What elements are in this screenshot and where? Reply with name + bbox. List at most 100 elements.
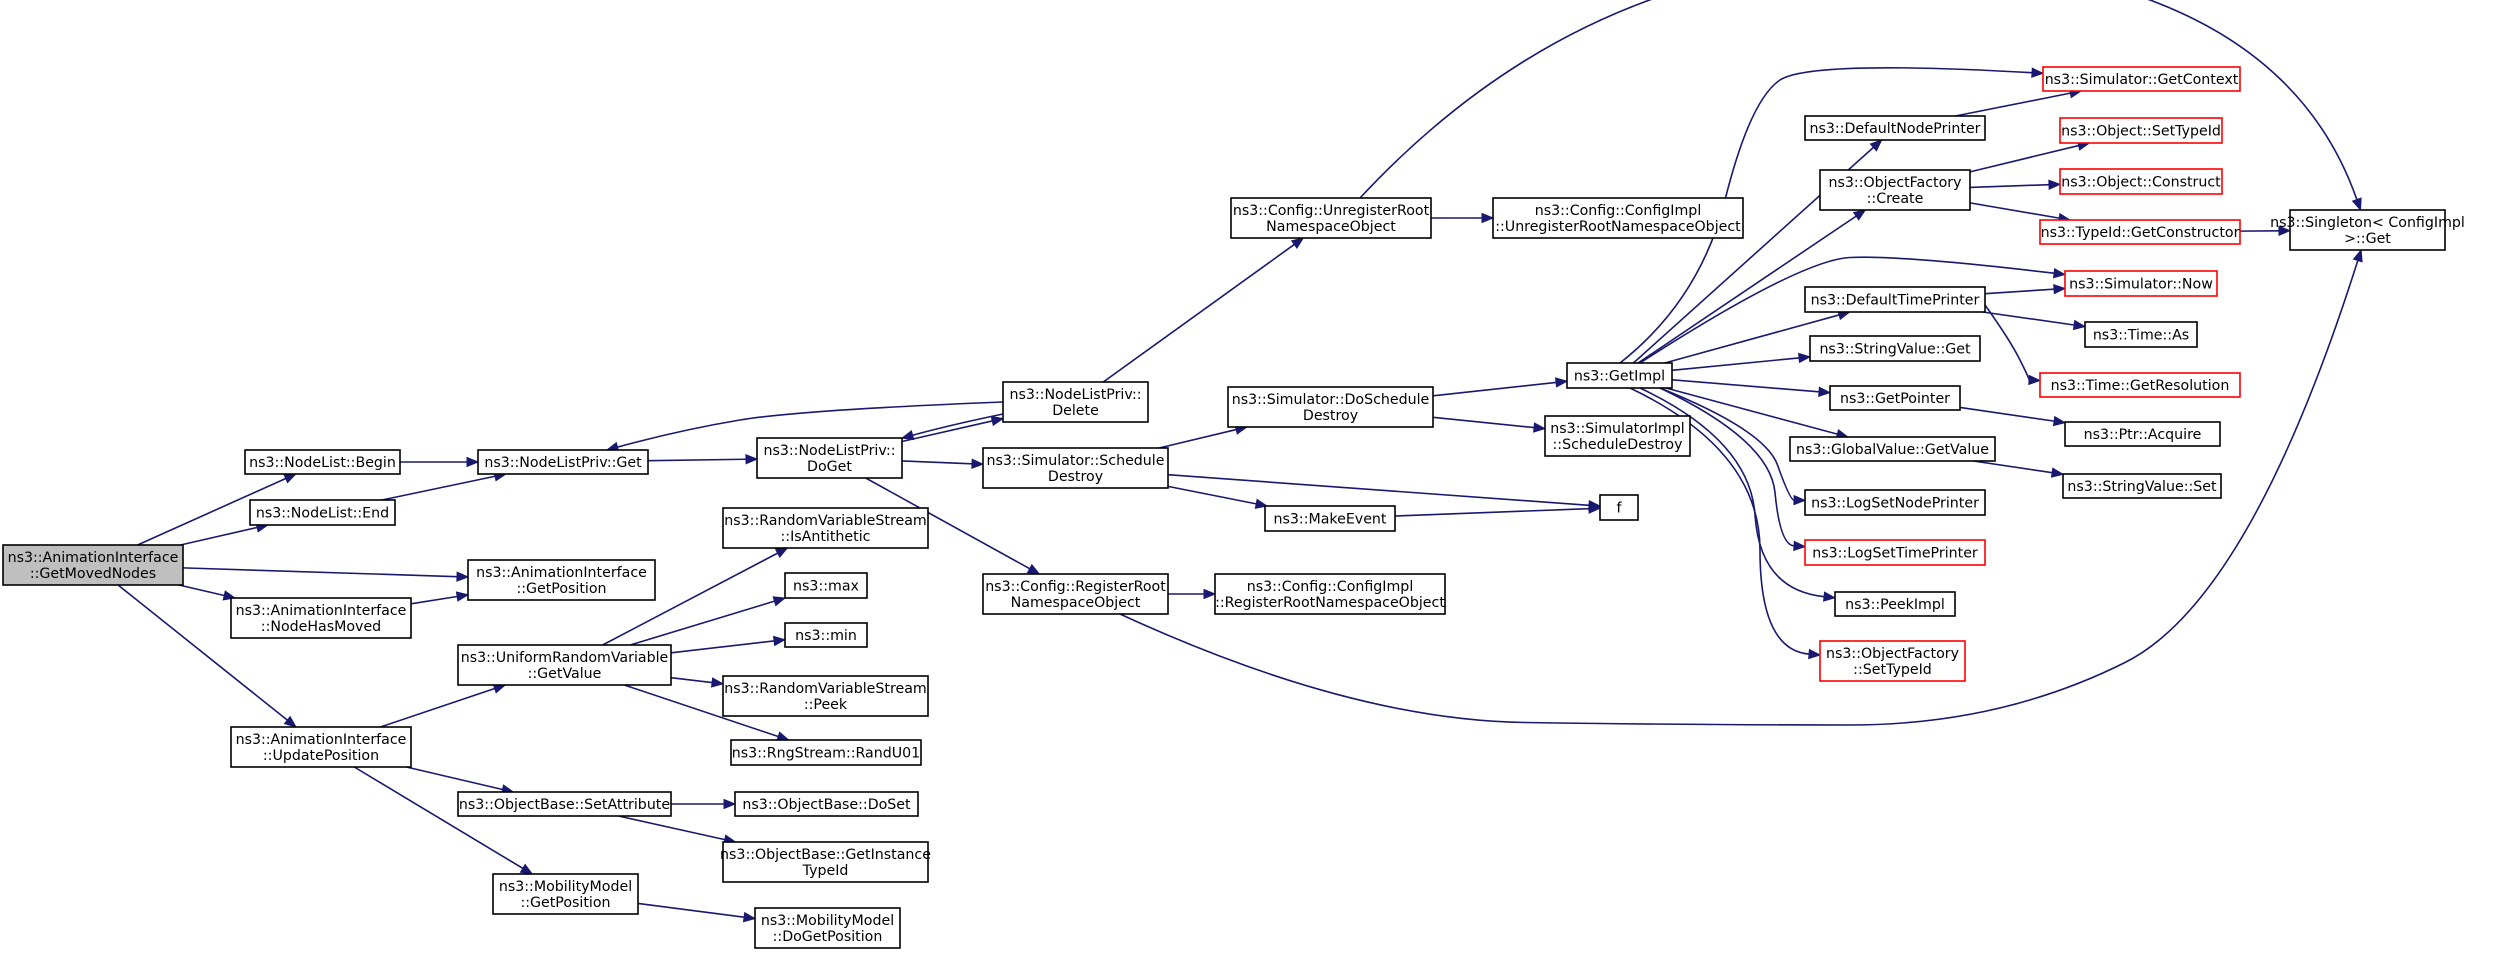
node-nlp-get[interactable]: ns3::NodeListPriv::Get bbox=[477, 449, 649, 475]
edge-nlp-delete-to-cfg-unreg bbox=[1102, 243, 1295, 383]
node-root[interactable]: ns3::AnimationInterface::GetMovedNodes bbox=[2, 544, 184, 586]
node-sim-sched[interactable]: ns3::Simulator::ScheduleDestroy bbox=[982, 447, 1169, 489]
node-box bbox=[2289, 209, 2446, 251]
node-label: ns3::Config::RegisterRoot bbox=[985, 579, 1166, 595]
arrowhead bbox=[772, 635, 787, 647]
edge-root-to-ai-getpos bbox=[182, 567, 458, 578]
arrowhead bbox=[283, 473, 297, 484]
node-box bbox=[722, 675, 929, 717]
node-box bbox=[492, 873, 639, 915]
node-label: ::IsAntithetic bbox=[781, 529, 871, 545]
arrowhead bbox=[1554, 377, 1569, 388]
node-objfactory-settypeid[interactable]: ns3::ObjectFactory::SetTypeId bbox=[1819, 640, 1966, 682]
node-box bbox=[1264, 505, 1396, 532]
node-ob-doset[interactable]: ns3::ObjectBase::DoSet bbox=[734, 791, 919, 817]
node-label: ns3::NodeListPriv:: bbox=[1009, 387, 1141, 403]
edge-def-timeprinter-to-time-getres bbox=[1984, 304, 2030, 381]
node-label: ns3::Time::As bbox=[2093, 328, 2189, 344]
edge-urv-getvalue-to-max bbox=[630, 600, 775, 646]
arrowhead bbox=[774, 547, 789, 558]
node-cfg-unreg[interactable]: ns3::Config::UnregisterRootNamespaceObje… bbox=[1230, 197, 1432, 239]
node-nl-end[interactable]: ns3::NodeList::End bbox=[249, 499, 396, 526]
node-urv-getvalue[interactable]: ns3::UniformRandomVariable::GetValue bbox=[457, 644, 672, 686]
nodes-layer: ns3::AnimationInterface::GetMovedNodesns… bbox=[2, 66, 2465, 949]
node-label: ns3::GlobalValue::GetValue bbox=[1796, 442, 1989, 458]
node-globalvalue-getvalue[interactable]: ns3::GlobalValue::GetValue bbox=[1789, 436, 1996, 462]
node-def-nodeprinter[interactable]: ns3::DefaultNodePrinter bbox=[1804, 115, 1986, 141]
arrowhead bbox=[2278, 225, 2292, 237]
node-ai-nodehasmoved[interactable]: ns3::AnimationInterface::NodeHasMoved bbox=[230, 597, 412, 639]
node-nl-begin[interactable]: ns3::NodeList::Begin bbox=[244, 449, 401, 475]
node-box bbox=[1214, 573, 1446, 615]
node-object-settypeid[interactable]: ns3::Object::SetTypeId bbox=[2059, 117, 2223, 144]
node-rvs-peek[interactable]: ns3::RandomVariableStream::Peek bbox=[722, 675, 929, 717]
edge-nlp-delete-to-nlp-get bbox=[617, 401, 1004, 448]
node-rvs-isanti[interactable]: ns3::RandomVariableStream::IsAntithetic bbox=[722, 507, 929, 549]
node-def-timeprinter[interactable]: ns3::DefaultTimePrinter bbox=[1804, 286, 1986, 313]
arrowhead bbox=[971, 458, 985, 470]
node-f[interactable]: f bbox=[1599, 494, 1639, 521]
node-logsetnodeprinter[interactable]: ns3::LogSetNodePrinter bbox=[1804, 489, 1986, 516]
node-time-as[interactable]: ns3::Time::As bbox=[2084, 321, 2198, 348]
node-box bbox=[249, 499, 396, 526]
node-mm-dogetpos[interactable]: ns3::MobilityModel::DoGetPosition bbox=[754, 907, 901, 949]
arrowhead bbox=[990, 415, 1005, 427]
node-label: ns3::ObjectBase::GetInstance bbox=[720, 847, 931, 863]
node-nlp-doget[interactable]: ns3::NodeListPriv::DoGet bbox=[756, 437, 903, 479]
node-typeid-getconstructor[interactable]: ns3::TypeId::GetConstructor bbox=[2039, 219, 2241, 245]
node-box bbox=[722, 841, 929, 883]
arrowhead bbox=[519, 863, 534, 875]
edge-urv-getvalue-to-min bbox=[670, 640, 775, 654]
edge-objfactory-create-to-object-settypeid bbox=[1969, 144, 2079, 173]
node-label: ns3::Object::Construct bbox=[2061, 175, 2221, 191]
node-label: ::GetMovedNodes bbox=[30, 566, 156, 582]
node-label: ::Create bbox=[1867, 191, 1924, 207]
node-box bbox=[1230, 197, 1432, 239]
node-cfg-reg[interactable]: ns3::Config::RegisterRootNamespaceObject bbox=[982, 573, 1169, 615]
node-object-construct[interactable]: ns3::Object::Construct bbox=[2059, 168, 2223, 195]
node-rng-randu01[interactable]: ns3::RngStream::RandU01 bbox=[730, 739, 922, 766]
node-simimpl-sched[interactable]: ns3::SimulatorImpl::ScheduleDestroy bbox=[1544, 415, 1691, 457]
node-ai-getpos[interactable]: ns3::AnimationInterface::GetPosition bbox=[467, 559, 656, 601]
node-singleton-get[interactable]: ns3::Singleton< ConfigImpl >::Get bbox=[2270, 209, 2465, 251]
node-box bbox=[1809, 335, 1981, 362]
node-label: ns3::NodeListPriv::Get bbox=[484, 455, 642, 471]
node-peekimpl[interactable]: ns3::PeekImpl bbox=[1834, 591, 1956, 617]
node-max[interactable]: ns3::max bbox=[784, 572, 868, 599]
arrowhead bbox=[710, 677, 725, 688]
edge-def-timeprinter-to-time-as bbox=[1982, 311, 2075, 326]
node-label: ns3::NodeListPriv:: bbox=[763, 443, 895, 459]
node-box bbox=[756, 437, 903, 479]
node-cfgimpl-reg[interactable]: ns3::Config::ConfigImpl::RegisterRootNam… bbox=[1214, 573, 1446, 615]
node-label: ::DoGetPosition bbox=[773, 929, 883, 945]
node-stringvalue-set[interactable]: ns3::StringValue::Set bbox=[2062, 473, 2222, 499]
node-label: ns3::ObjectFactory bbox=[1829, 175, 1962, 191]
node-label: ns3::SimulatorImpl bbox=[1550, 421, 1684, 437]
node-label: ns3::PeekImpl bbox=[1845, 597, 1945, 613]
node-stringvalue-get[interactable]: ns3::StringValue::Get bbox=[1809, 335, 1981, 362]
node-ai-updatepos[interactable]: ns3::AnimationInterface::UpdatePosition bbox=[230, 726, 412, 768]
node-cfgimpl-unreg[interactable]: ns3::Config::ConfigImpl::UnregisterRootN… bbox=[1492, 197, 1744, 239]
node-box bbox=[457, 791, 672, 817]
node-getimpl[interactable]: ns3::GetImpl bbox=[1566, 362, 1673, 389]
node-objfactory-create[interactable]: ns3::ObjectFactory::Create bbox=[1819, 169, 1971, 211]
node-getpointer[interactable]: ns3::GetPointer bbox=[1829, 385, 1961, 411]
node-min[interactable]: ns3::min bbox=[784, 622, 868, 648]
arrowhead bbox=[1793, 494, 1807, 506]
node-label: ns3::Simulator::DoSchedule bbox=[1232, 392, 1430, 408]
arrowhead bbox=[1533, 422, 1547, 433]
node-logsettimeprinter[interactable]: ns3::LogSetTimePrinter bbox=[1804, 539, 1986, 566]
node-ptr-acquire[interactable]: ns3::Ptr::Acquire bbox=[2064, 421, 2221, 447]
node-sim-getcontext[interactable]: ns3::Simulator::GetContext bbox=[2042, 66, 2241, 92]
node-ob-setattr[interactable]: ns3::ObjectBase::SetAttribute bbox=[457, 791, 672, 817]
node-label: Destroy bbox=[1048, 469, 1103, 485]
node-time-getres[interactable]: ns3::Time::GetResolution bbox=[2039, 372, 2241, 398]
node-sim-now[interactable]: ns3::Simulator::Now bbox=[2064, 270, 2218, 297]
arrowhead bbox=[1203, 588, 1217, 600]
node-label: ns3::ObjectFactory bbox=[1826, 646, 1959, 662]
node-nlp-delete[interactable]: ns3::NodeListPriv::Delete bbox=[1002, 381, 1149, 423]
node-makeevent[interactable]: ns3::MakeEvent bbox=[1264, 505, 1396, 532]
node-mm-getpos[interactable]: ns3::MobilityModel::GetPosition bbox=[492, 873, 639, 915]
